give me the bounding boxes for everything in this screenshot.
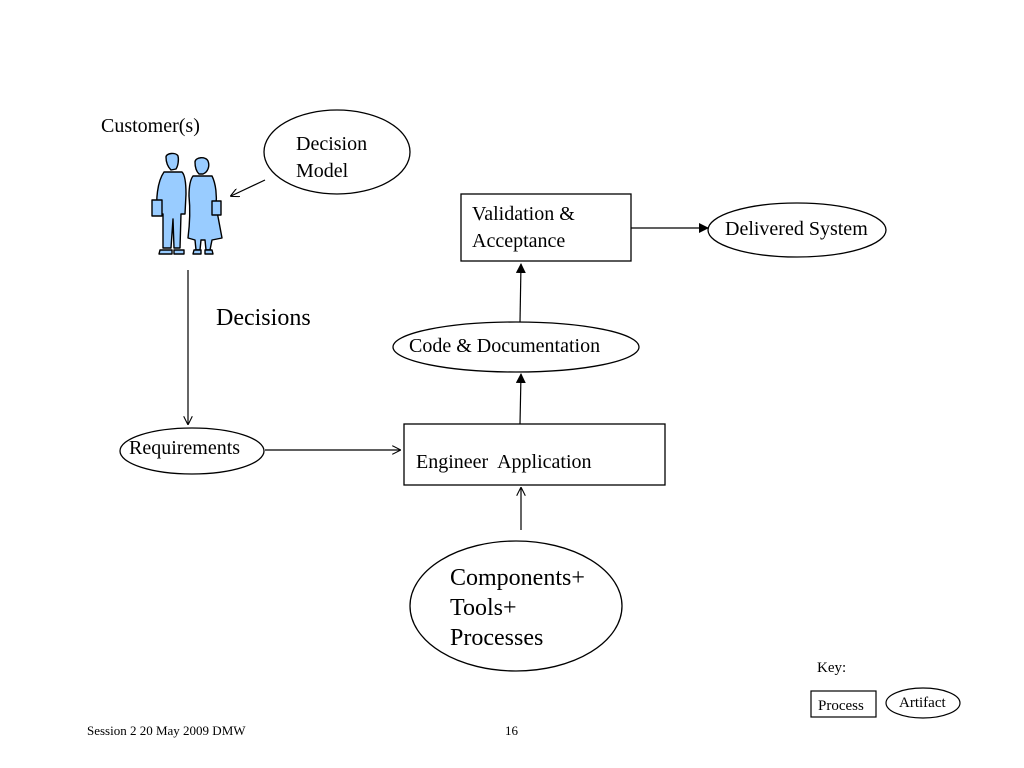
components-line2: Tools+ [450,595,517,621]
decision-model-to-customer-arrow [231,179,266,196]
decisions-label: Decisions [216,305,311,331]
components-ellipse [409,540,623,672]
delivered-system-label: Delivered System [725,218,868,240]
key-title: Key: [817,660,847,676]
code-documentation-ellipse [392,321,640,373]
customers-icon [151,152,223,255]
code-documentation-label: Code & Documentation [409,335,601,357]
validation-label: Validation & Acceptance [472,201,575,255]
components-line3: Processes [450,625,544,651]
requirements-label: Requirements [129,437,241,459]
decision-model-line1: Decision [296,133,368,155]
validation-line2: Acceptance [472,230,566,252]
footer-page-number: 16 [505,723,518,738]
engineer-application-box [403,423,666,486]
components-label: Components+ Tools+ Processes [450,563,585,653]
code-to-validation-arrow [515,263,526,323]
components-line1: Components+ [450,565,585,591]
key-artifact-label: Artifact [899,695,946,711]
decision-model-line2: Model [296,160,349,182]
footer-session: Session 2 20 May 2009 DMW [87,723,246,738]
key-artifact-ellipse [885,687,961,719]
validation-line1: Validation & [472,203,575,225]
decision-model-label: Decision Model [296,131,367,185]
key-process-label: Process [818,698,864,714]
engineer-application-label: Engineer Application [416,451,592,473]
requirements-ellipse [119,427,265,475]
customer-label: Customer(s) [101,115,200,137]
decision-model-ellipse [263,109,411,195]
engineer-to-code-arrow [515,373,526,425]
delivered-system-ellipse [707,202,887,258]
key-process-box [810,690,877,718]
